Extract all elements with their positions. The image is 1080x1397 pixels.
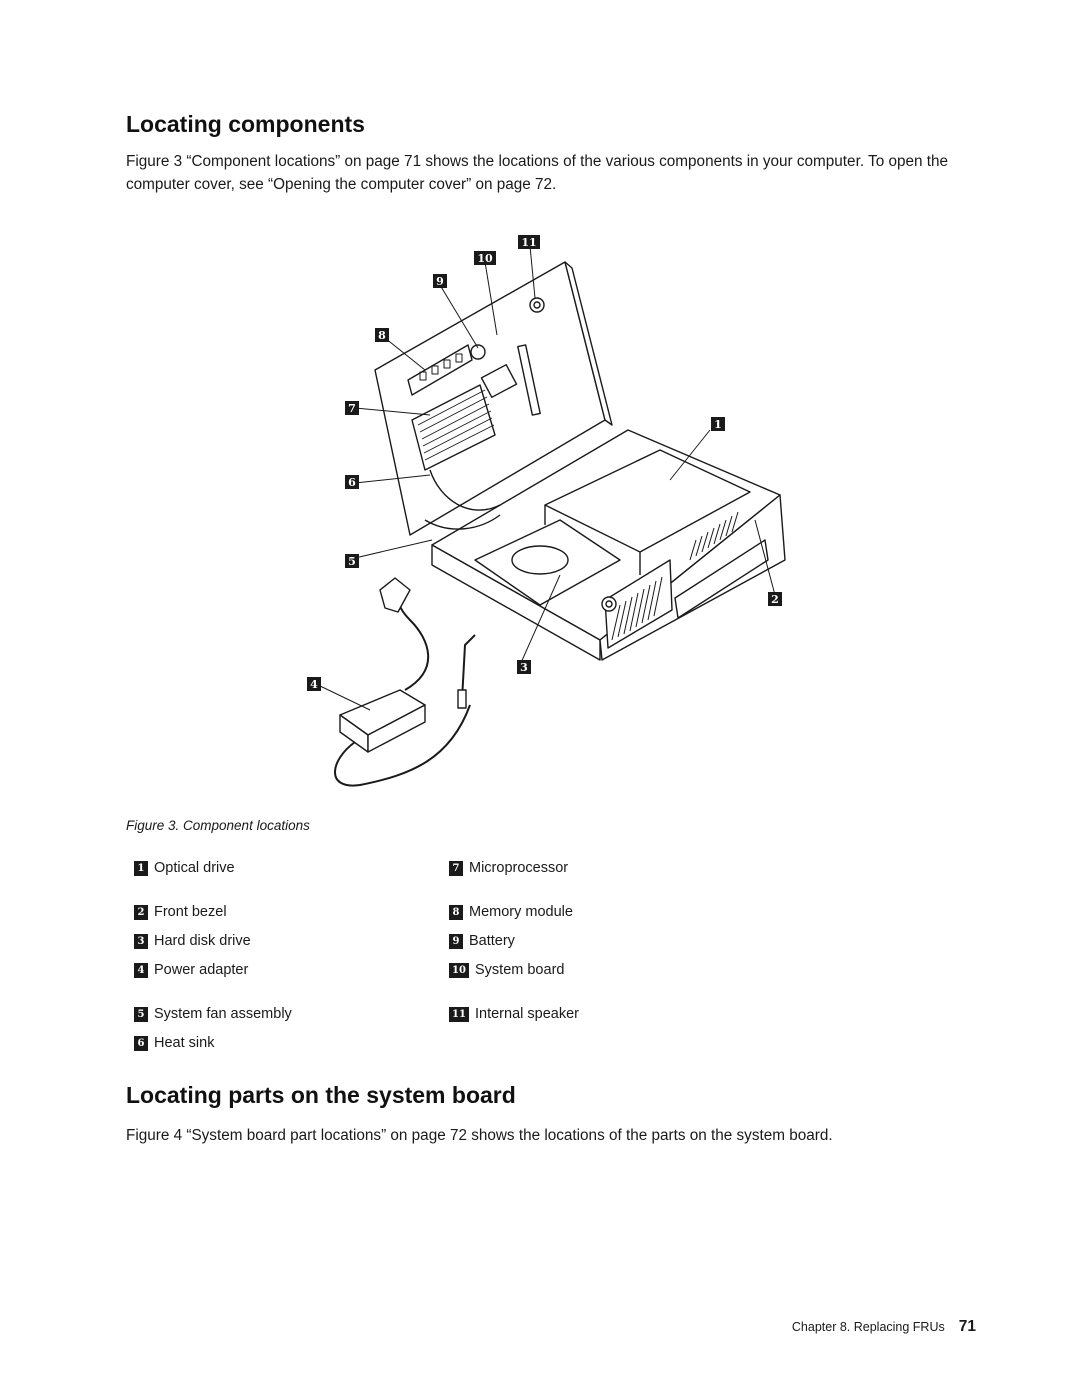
callout-9: 9 [433, 274, 447, 288]
legend-label: System board [475, 962, 565, 978]
callout-5: 5 [345, 554, 359, 568]
legend-label: System fan assembly [154, 1006, 292, 1022]
callout-4: 4 [307, 677, 321, 691]
legend-item-system-fan-assembly: 5 System fan assembly [134, 1004, 292, 1024]
legend-number-8: 8 [449, 904, 463, 920]
legend-number-7: 7 [449, 860, 463, 876]
callout-5-label: 5 [348, 555, 356, 568]
callout-7-label: 7 [348, 402, 356, 415]
legend-item-microprocessor: 7 Microprocessor [449, 858, 568, 878]
legend-item-hard-disk-drive: 3 Hard disk drive [134, 931, 251, 951]
callout-2: 2 [768, 592, 782, 606]
callout-6: 6 [345, 475, 359, 489]
legend-item-power-adapter: 4 Power adapter [134, 960, 248, 980]
legend-label: Microprocessor [469, 860, 569, 876]
intro-paragraph: Figure 3 “Component locations” on page 7… [126, 153, 948, 193]
legend-number-5: 5 [134, 1006, 148, 1022]
system-board-paragraph: Figure 4 “System board part locations” o… [126, 1127, 833, 1144]
legend-number-1: 1 [134, 860, 148, 876]
figure-callouts: 1 2 3 4 5 6 7 8 9 10 11 [307, 235, 782, 691]
legend-number-10: 10 [449, 962, 469, 978]
callout-9-label: 9 [436, 275, 444, 288]
legend-number-2: 2 [134, 904, 148, 920]
callout-1: 1 [711, 417, 725, 431]
figure-caption: Figure 3. Component locations [126, 818, 310, 833]
callout-6-label: 6 [348, 476, 356, 489]
legend-item-battery: 9 Battery [449, 931, 515, 951]
callout-3-label: 3 [520, 661, 528, 674]
callout-11-label: 11 [521, 236, 536, 249]
section-title-locating-components: Locating components [126, 111, 365, 137]
callout-10-label: 10 [477, 252, 493, 265]
legend-number-11: 11 [449, 1006, 469, 1022]
legend-label: Heat sink [154, 1035, 215, 1051]
callout-3: 3 [517, 660, 531, 674]
legend-item-system-board: 10 System board [449, 960, 564, 980]
legend-item-front-bezel: 2 Front bezel [134, 902, 227, 922]
callout-10: 10 [474, 251, 496, 265]
component-locations-figure: 1 2 3 4 5 6 7 8 9 10 11 [307, 235, 786, 787]
chapter-label: Chapter 8. Replacing FRUs [791, 1320, 945, 1334]
page-footer: Chapter 8. Replacing FRUs 71 [792, 1318, 976, 1336]
section-title-system-board-parts: Locating parts on the system board [126, 1082, 516, 1108]
legend-item-memory-module: 8 Memory module [449, 902, 573, 922]
legend-number-4: 4 [134, 962, 148, 978]
legend-label: Hard disk drive [154, 933, 251, 949]
legend-item-heat-sink: 6 Heat sink [134, 1033, 214, 1053]
callout-8-label: 8 [378, 329, 386, 342]
legend-label: Internal speaker [475, 1006, 579, 1022]
legend-label: Battery [469, 933, 515, 949]
legend-number-6: 6 [134, 1035, 148, 1051]
callout-11: 11 [518, 235, 540, 249]
callout-2-label: 2 [771, 593, 779, 606]
legend-label: Optical drive [154, 860, 235, 876]
callout-4-label: 4 [310, 678, 318, 691]
callout-1-label: 1 [714, 418, 722, 431]
legend-number-3: 3 [134, 933, 148, 949]
legend-item-internal-speaker: 11 Internal speaker [449, 1004, 579, 1024]
callout-8: 8 [375, 328, 389, 342]
legend-label: Front bezel [154, 904, 227, 920]
callout-7: 7 [345, 401, 359, 415]
legend-label: Power adapter [154, 962, 249, 978]
legend-item-optical-drive: 1 Optical drive [134, 858, 235, 878]
page-number: 71 [958, 1318, 976, 1335]
legend-number-9: 9 [449, 933, 463, 949]
legend-label: Memory module [469, 904, 573, 920]
